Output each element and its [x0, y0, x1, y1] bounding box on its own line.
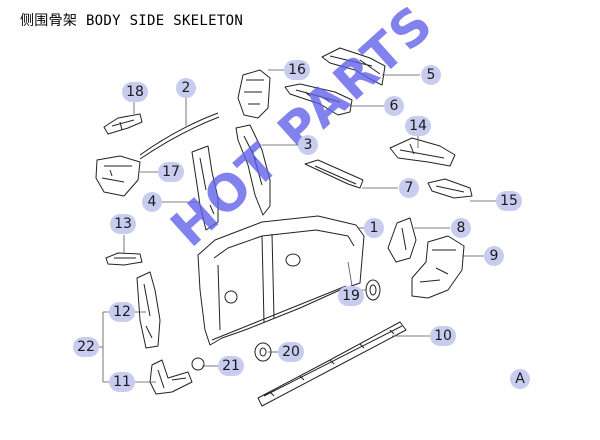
part-12-lower-pillar: [136, 271, 161, 349]
title-chinese: 侧围骨架: [20, 13, 78, 29]
callout-2: 2: [176, 78, 196, 98]
callout-10: 10: [430, 326, 456, 346]
diagram-title: 侧围骨架 BODY SIDE SKELETON: [20, 10, 243, 30]
part-6-roof-side: [284, 83, 353, 116]
callout-3: 3: [298, 135, 318, 155]
callout-5: 5: [421, 65, 441, 85]
part-16-bracket: [237, 69, 271, 119]
part-14-quarter-upper: [389, 137, 456, 167]
callout-22: 22: [73, 337, 99, 357]
part-17-hinge-pillar: [95, 155, 141, 197]
callout-16: 16: [284, 60, 310, 80]
callout-19: 19: [338, 286, 364, 306]
callout-21: 21: [218, 356, 244, 376]
part-13-bracket: [105, 252, 143, 266]
corner-label: A: [510, 369, 530, 389]
part-2-drip-molding: [139, 112, 220, 160]
callout-15: 15: [496, 191, 522, 211]
part-10-rocker-sill: [257, 321, 407, 407]
callout-1: 1: [364, 218, 384, 238]
callout-9: 9: [484, 246, 504, 266]
part-5-roof-rail: [321, 47, 386, 86]
part-21-plug: [191, 357, 205, 371]
part-1-body-side-frame: [197, 215, 365, 346]
callout-17: 17: [158, 162, 184, 182]
callout-11: 11: [109, 372, 135, 392]
callout-12: 12: [109, 302, 135, 322]
part-19-grommet: [365, 279, 381, 301]
part-4-front-pillar: [191, 145, 219, 231]
part-11-pillar-foot: [149, 359, 193, 395]
callout-4: 4: [142, 192, 162, 212]
part-8-rear-brace: [387, 217, 417, 263]
callout-8: 8: [451, 218, 471, 238]
title-english: BODY SIDE SKELETON: [85, 13, 244, 29]
callout-14: 14: [405, 116, 431, 136]
leader-22-bracket: [97, 311, 110, 383]
callout-6: 6: [384, 96, 404, 116]
part-18-reinforcement: [103, 113, 143, 135]
callout-18: 18: [122, 82, 148, 102]
part-15-wheel-panel: [427, 178, 473, 199]
callout-13: 13: [110, 214, 136, 234]
part-1-window-oval: [285, 253, 301, 267]
part-3-center-pillar: [235, 124, 271, 216]
callout-20: 20: [278, 342, 304, 362]
part-7-roof-bow: [304, 159, 364, 189]
part-1-hinge-hole: [224, 290, 238, 304]
part-9-quarter-inner: [411, 235, 465, 299]
callout-7: 7: [399, 178, 419, 198]
